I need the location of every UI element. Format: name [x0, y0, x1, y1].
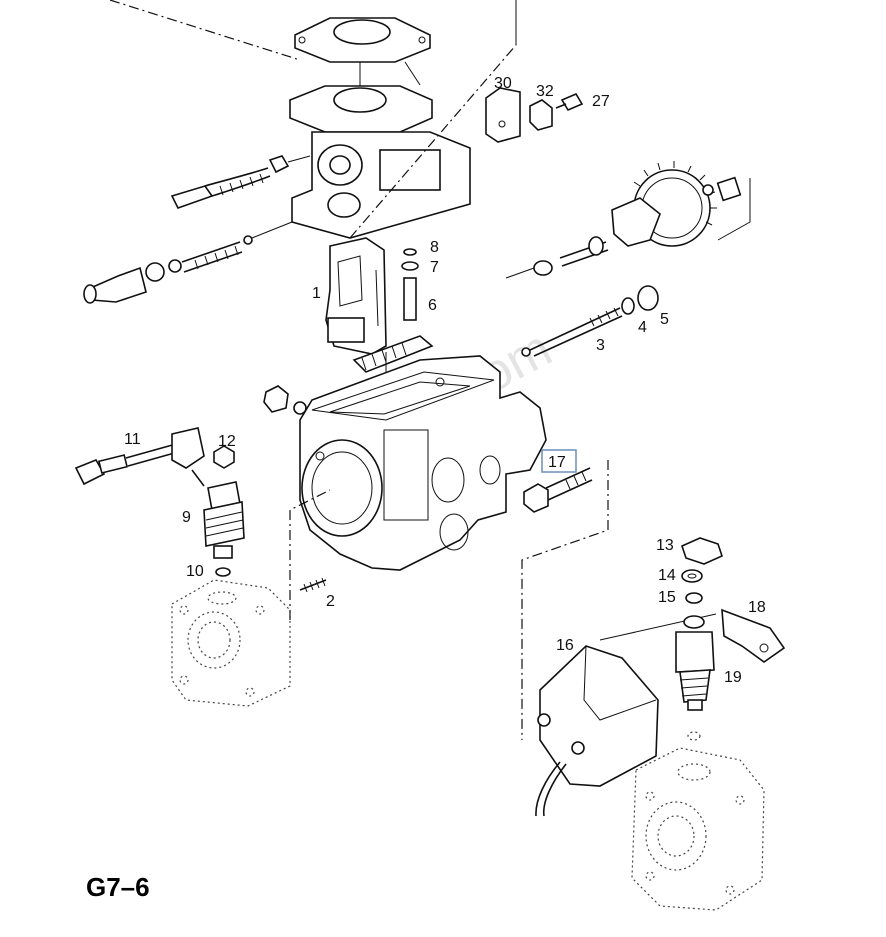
callout-8: 8 [430, 239, 439, 256]
distributor-head-right [631, 731, 765, 911]
hex-bolt [263, 385, 307, 415]
callout-labels: 1 2 3 4 5 6 7 8 9 10 11 12 13 14 15 16 1… [124, 75, 766, 686]
nut-12 [213, 445, 235, 469]
bushing-32 [529, 99, 553, 131]
callout-15: 15 [658, 589, 676, 606]
pump-upper-housing [289, 44, 517, 239]
control-lever-1 [325, 237, 387, 355]
full-load-adjust-screw [83, 221, 293, 304]
connector-cable-11 [74, 427, 205, 486]
cutoff-solenoid-19 [675, 615, 715, 711]
pump-main-body [299, 355, 547, 571]
callout-3: 3 [596, 337, 605, 354]
callout-18: 18 [748, 599, 766, 616]
cap-nut-13 [681, 537, 723, 565]
cover-bracket-30 [485, 87, 521, 143]
callout-32: 32 [536, 83, 554, 100]
callout-1: 1 [312, 285, 321, 302]
callout-17[interactable]: 17 [548, 454, 566, 471]
callout-10: 10 [186, 563, 204, 580]
governor-shaft-3 [521, 285, 659, 357]
figure-code: G7–6 [86, 872, 150, 902]
distributor-head-left [171, 489, 331, 707]
callout-4: 4 [638, 319, 647, 336]
protective-cover-16 [535, 645, 659, 817]
washer-15 [685, 592, 703, 604]
callout-2: 2 [326, 593, 335, 610]
bolt-27 [555, 92, 584, 112]
banjo-bolt-17 [521, 460, 609, 740]
nut-14 [681, 569, 703, 583]
spring-2 [299, 577, 327, 593]
callout-30: 30 [494, 75, 512, 92]
callout-27: 27 [592, 93, 610, 110]
callout-13: 13 [656, 537, 674, 554]
stop-solenoid-9 [191, 469, 245, 577]
callout-9: 9 [182, 509, 191, 526]
idle-adjust-screw [170, 155, 311, 209]
callout-16: 16 [556, 637, 574, 654]
governor-cover-assembly [109, 0, 517, 88]
callout-17-highlight [541, 449, 577, 473]
governor-gear-assembly [505, 161, 751, 279]
callout-12: 12 [218, 433, 236, 450]
callout-14: 14 [658, 567, 676, 584]
callout-5: 5 [660, 311, 669, 328]
pin-6 [401, 248, 419, 321]
callout-11: 11 [124, 431, 141, 448]
callout-6: 6 [428, 297, 437, 314]
callout-19: 19 [724, 669, 742, 686]
callout-7: 7 [430, 259, 439, 276]
